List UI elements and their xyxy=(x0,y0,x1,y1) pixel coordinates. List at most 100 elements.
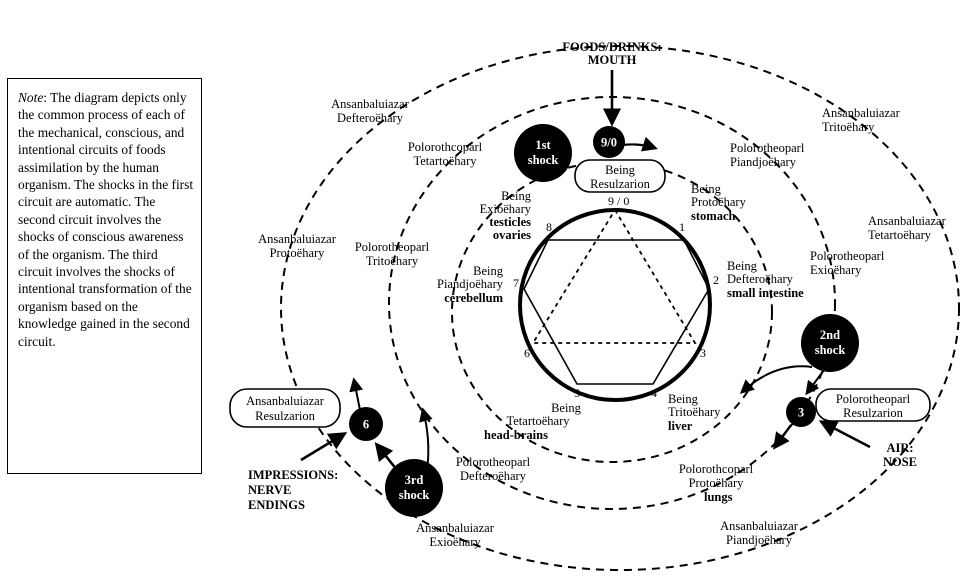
being-resulzarion-2: Resulzarion xyxy=(590,177,650,191)
note-lead: Note xyxy=(18,90,44,105)
air-label-2: NOSE xyxy=(883,455,917,469)
polo-trito-1: Polorotheoparl xyxy=(355,240,430,254)
point-2-label: 2 xyxy=(713,273,719,287)
outer-circle xyxy=(280,45,960,571)
second-shock-to-3 xyxy=(805,369,825,396)
ansa-resulzarion-2: Resulzarion xyxy=(255,409,315,423)
first-shock-label-2: shock xyxy=(528,153,559,167)
point-7-label: 7 xyxy=(513,276,519,290)
ansa-deftero-2: Defteroëhary xyxy=(337,111,404,125)
being-tritoehary-1: Being xyxy=(668,392,699,406)
impressions-label-3: ENDINGS xyxy=(248,498,305,512)
being-protoehary-organ: stomach xyxy=(691,209,735,223)
note-box: Note: The diagram depicts only the commo… xyxy=(7,78,202,474)
enneagram-triangle xyxy=(531,208,697,344)
point-9-label: 9 / 0 xyxy=(608,194,629,208)
enneagram-circle xyxy=(518,208,712,402)
being-tetartoehary-organ: head-brains xyxy=(484,428,548,442)
being-resulzarion-1: Being xyxy=(605,163,636,177)
three-arrow xyxy=(773,424,792,450)
ansa-piandjo-2: Piandjoëhary xyxy=(726,533,793,547)
impressions-arrow xyxy=(300,432,348,462)
ansa-deftero-1: Ansanbaluiazar xyxy=(331,97,410,111)
ansa-proto-2: Protoëhary xyxy=(270,246,326,260)
polo-exio-2: Exioëhary xyxy=(810,263,862,277)
second-shock xyxy=(801,314,859,372)
being-defteroehary-1: Being xyxy=(727,259,758,273)
note-text: : The diagram depicts only the common pr… xyxy=(18,90,194,349)
being-exioehary-organ-2: ovaries xyxy=(493,228,531,242)
third-shock-label-2: shock xyxy=(399,488,430,502)
polo-trito-2: Tritoëhary xyxy=(366,254,419,268)
being-defteroehary-organ: small intestine xyxy=(727,286,804,300)
node-3-label: 3 xyxy=(798,406,804,420)
being-exioehary-2: Exioëhary xyxy=(480,202,532,216)
polo-deftero-1: Polorotheoparl xyxy=(456,455,531,469)
polo-resulzarion-2: Resulzarion xyxy=(843,406,903,420)
six-arrow xyxy=(349,377,364,411)
being-protoehary-2: Protoëhary xyxy=(691,195,747,209)
polo-resulzarion-1: Polorotheoparl xyxy=(836,392,911,406)
being-tetartoehary-1: Being xyxy=(551,401,582,415)
being-tritoehary-organ: liver xyxy=(668,419,693,433)
ansa-proto-1: Ansanbaluiazar xyxy=(258,232,337,246)
being-piandjoehary-1: Being xyxy=(473,264,504,278)
polo-piandjo-2: Piandjoëhary xyxy=(730,155,797,169)
polo-deftero-2: Defteroëhary xyxy=(460,469,527,483)
point-6-label: 6 xyxy=(524,346,530,360)
second-shock-label-2: shock xyxy=(815,343,846,357)
point-1-label: 1 xyxy=(679,220,685,234)
ansa-tetarto-2: Tetartoëhary xyxy=(868,228,932,242)
first-shock xyxy=(514,124,572,182)
node-9-label: 9/0 xyxy=(601,136,617,150)
point-4-label: 4 xyxy=(651,386,657,400)
ansa-trito-2: Tritoëhary xyxy=(822,120,875,134)
being-piandjoehary-2: Piandjoëhary xyxy=(437,277,504,291)
ansa-tetarto-1: Ansanbaluiazar xyxy=(868,214,947,228)
air-arrow xyxy=(818,420,871,449)
polo-piandjo-1: Polorotheoparl xyxy=(730,141,805,155)
being-tetartoehary-2: Tetartoëhary xyxy=(507,414,571,428)
point-8-label: 8 xyxy=(546,220,552,234)
being-exioehary-1: Being xyxy=(501,189,532,203)
ansa-exio-1: Ansanbaluiazar xyxy=(416,521,495,535)
being-tritoehary-2: Tritoëhary xyxy=(668,405,721,419)
being-piandjoehary-organ: cerebellum xyxy=(444,291,503,305)
point-3-label: 3 xyxy=(700,346,706,360)
node-3 xyxy=(786,397,816,427)
ansa-piandjo-1: Ansanbaluiazar xyxy=(720,519,799,533)
point-5-label: 5 xyxy=(574,386,580,400)
polo-tetarto-2: Tetartoëhary xyxy=(414,154,478,168)
node-6 xyxy=(349,407,383,441)
air-label-1: AIR: xyxy=(886,441,913,455)
node-6-label: 6 xyxy=(363,418,369,432)
third-shock-label-1: 3rd xyxy=(405,473,424,487)
impressions-label-1: IMPRESSIONS: xyxy=(248,468,338,482)
second-shock-arrow xyxy=(739,365,813,394)
being-defteroehary-2: Defteroëhary xyxy=(727,272,794,286)
third-shock-to-6 xyxy=(374,442,399,471)
impressions-label-2: NERVE xyxy=(248,483,291,497)
polorotheoparl-resulzarion-box xyxy=(815,388,931,422)
ansa-resulzarion-1: Ansanbaluiazar xyxy=(246,394,325,408)
enneagram-hexad xyxy=(523,239,710,385)
node-9 xyxy=(593,126,625,158)
first-shock-label-1: 1st xyxy=(535,138,551,152)
third-shock xyxy=(385,459,443,517)
being-protoehary-1: Being xyxy=(691,182,722,196)
foods-label-2: MOUTH xyxy=(588,53,637,67)
ansa-exio-2: Exioëhary xyxy=(429,535,481,549)
polo-proto-1: Polorothcoparl xyxy=(679,462,754,476)
polo-exio-1: Polorotheoparl xyxy=(810,249,885,263)
ansa-trito-1: Ansanbaluiazar xyxy=(822,106,901,120)
being-exioehary-organ-1: testicles xyxy=(489,215,531,229)
second-shock-label-1: 2nd xyxy=(820,328,840,342)
ansanbaluiazar-resulzarion-box xyxy=(229,388,341,428)
foods-label-1: FOODS/DRINKS: xyxy=(562,40,661,54)
nine-arrow xyxy=(621,136,658,152)
being-resulzarion-box xyxy=(574,159,666,193)
polo-tetarto-1: Polorothcoparl xyxy=(408,140,483,154)
polo-proto-organ: lungs xyxy=(704,490,733,504)
polo-proto-2: Protoëhary xyxy=(689,476,745,490)
